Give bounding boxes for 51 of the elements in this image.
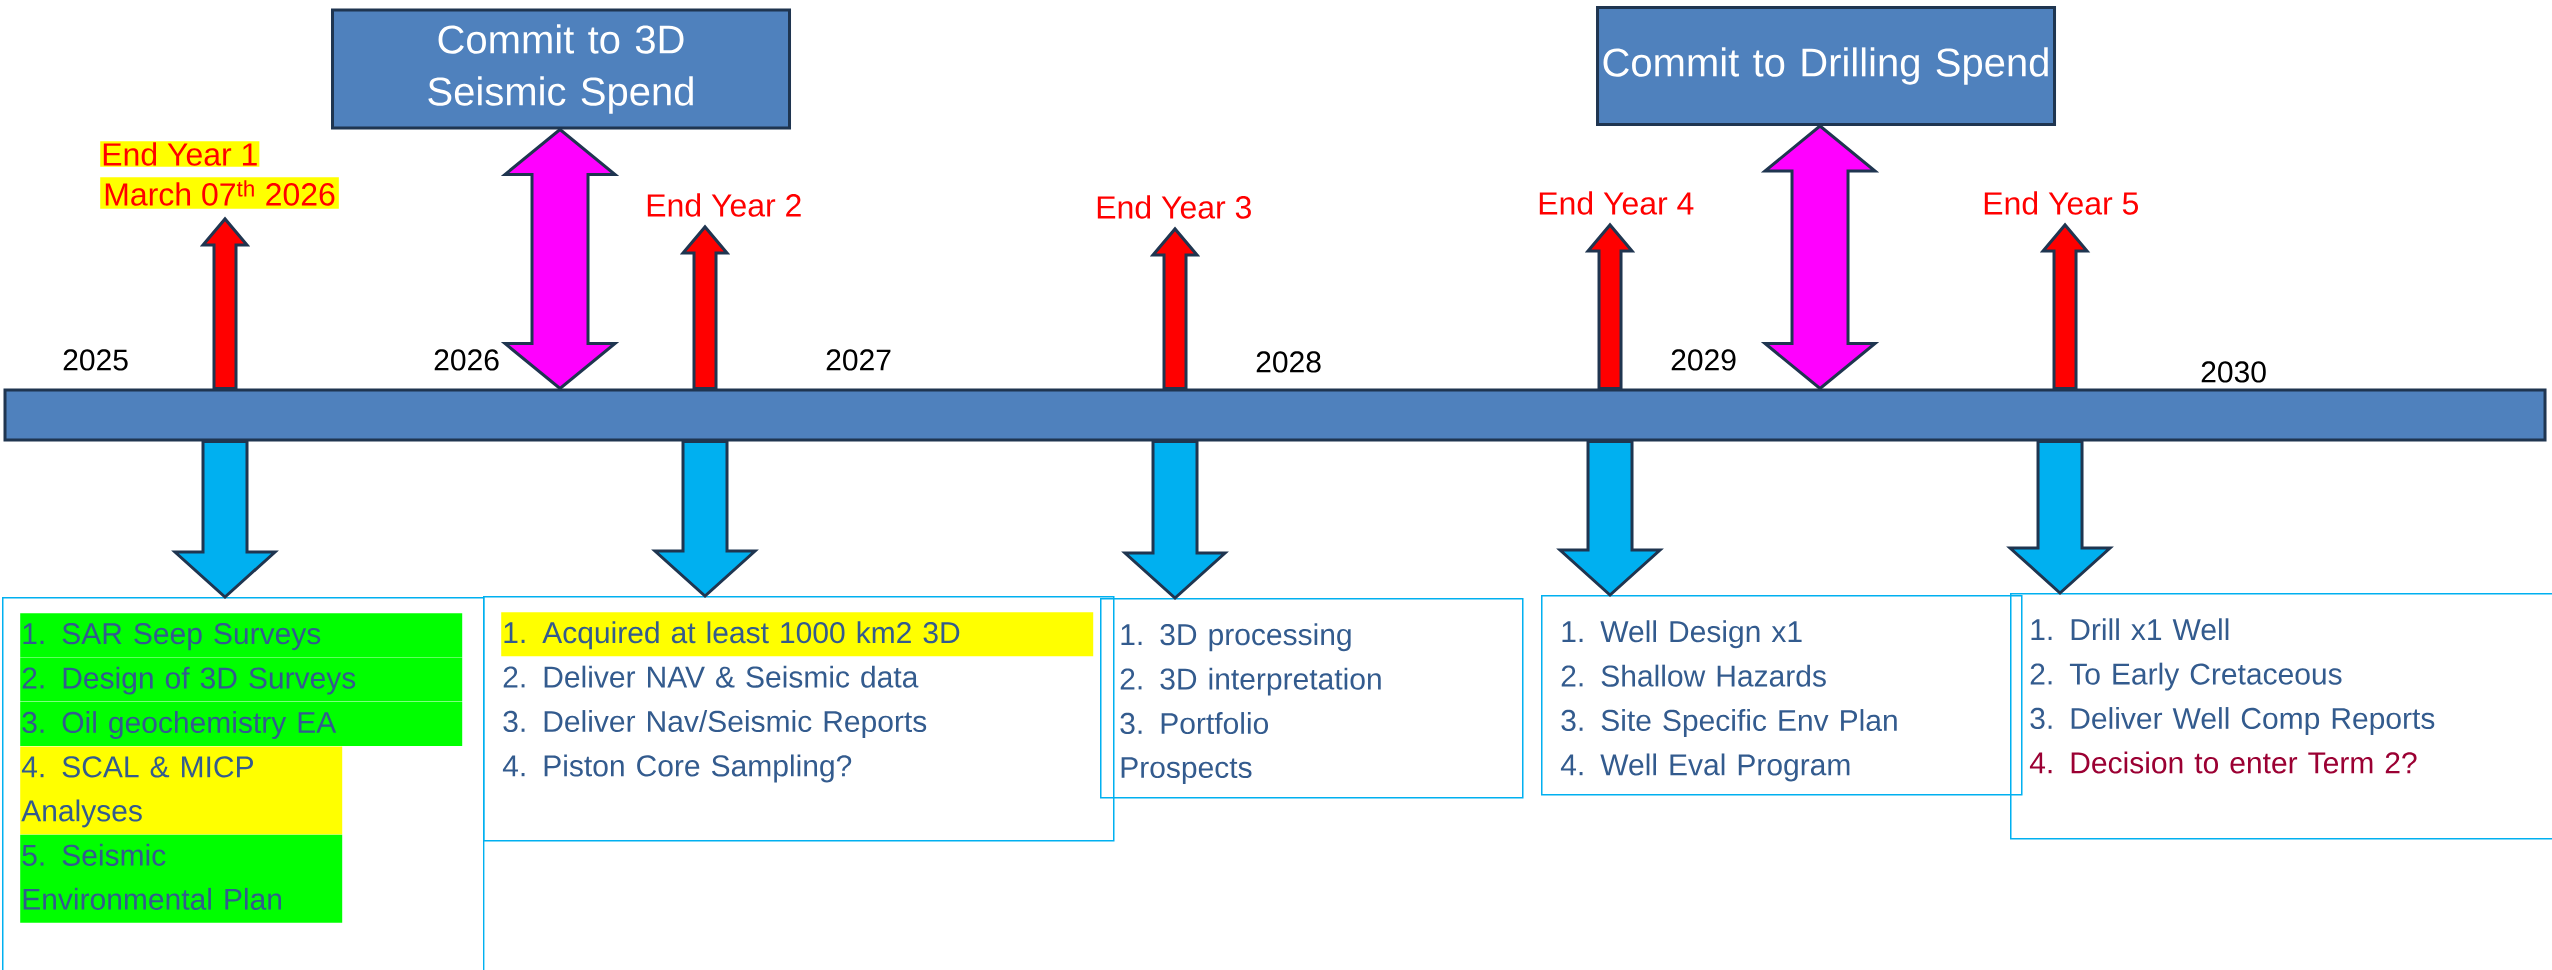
- year-label: 2028: [1256, 351, 1321, 373]
- down-arrow: [1556, 440, 1664, 597]
- list-item: 1. SAR Seep Surveys: [20, 613, 463, 658]
- list-box: [2, 597, 485, 970]
- list-item: 4. SCAL & MICP Analyses: [20, 746, 343, 835]
- list-item: 3. Deliver Nav/Seismic Reports: [503, 710, 927, 738]
- list-item: 3. Oil geochemistry EA: [20, 702, 463, 746]
- list-item: 4. Well Eval Program: [1560, 753, 1850, 782]
- list-item: 4. Piston Core Sampling?: [502, 754, 852, 783]
- year-label: 2026: [434, 349, 499, 371]
- milestone-arrow: [2039, 222, 2091, 390]
- list-item: 4. Decision to enter Term 2?: [2029, 751, 2417, 774]
- milestone-arrow: [679, 224, 731, 390]
- list-box: [483, 596, 1115, 842]
- list-item: 2. 3D interpretation: [1120, 667, 1381, 696]
- milestone-label: End Year 5: [1984, 191, 2138, 215]
- list-item: 3. Deliver Well Comp Reports: [2030, 707, 2435, 735]
- list-box: [2010, 593, 2552, 840]
- year-label: 2025: [63, 349, 128, 371]
- down-arrow: [1121, 440, 1229, 600]
- milestone-arrow: [1149, 226, 1201, 390]
- milestone-label: End Year 1: [100, 141, 260, 167]
- decision-box: Commit to 3D Seismic Spend: [331, 8, 791, 130]
- list-item: 1. 3D processing: [1121, 623, 1351, 652]
- milestone-label: End Year 4: [1539, 191, 1694, 215]
- list-item: 2. Shallow Hazards: [1561, 664, 1826, 687]
- list-item: 3. Portfolio Prospects: [1120, 712, 1268, 784]
- year-label: 2029: [1671, 349, 1736, 371]
- milestone-label: End Year 2: [647, 193, 801, 217]
- down-arrow: [2006, 440, 2114, 595]
- double-arrow: [1760, 124, 1880, 391]
- down-arrow: [651, 440, 759, 598]
- list-item: 3. Site Specific Env Plan: [1561, 709, 1897, 737]
- year-label: 2030: [2201, 361, 2266, 383]
- milestone-arrow: [1584, 222, 1636, 390]
- milestone-arrow: [199, 216, 251, 390]
- timeline-bar: [3, 388, 2547, 442]
- list-item: 2. To Early Cretaceous: [2030, 662, 2342, 691]
- milestone-label: March 07$^{th}$ 2026: [100, 177, 339, 209]
- list-item: 5. Seismic Environmental Plan: [20, 834, 343, 923]
- list-item: 1. Drill x1 Well: [2031, 618, 2229, 641]
- list-item: 2. Design of 3D Surveys: [20, 657, 463, 702]
- list-item: 2. Deliver NAV & Seismic data: [503, 665, 919, 688]
- list-item: 1. Acquired at least 1000 km2 3D: [501, 612, 1094, 657]
- list-item: 1. Well Design x1: [1562, 620, 1802, 649]
- list-box: [1100, 598, 1524, 799]
- year-label: 2027: [826, 349, 891, 371]
- down-arrow: [171, 440, 279, 599]
- list-box: [1541, 595, 2023, 796]
- milestone-label: End Year 3: [1097, 195, 1251, 219]
- decision-box: Commit to Drilling Spend: [1596, 6, 2056, 126]
